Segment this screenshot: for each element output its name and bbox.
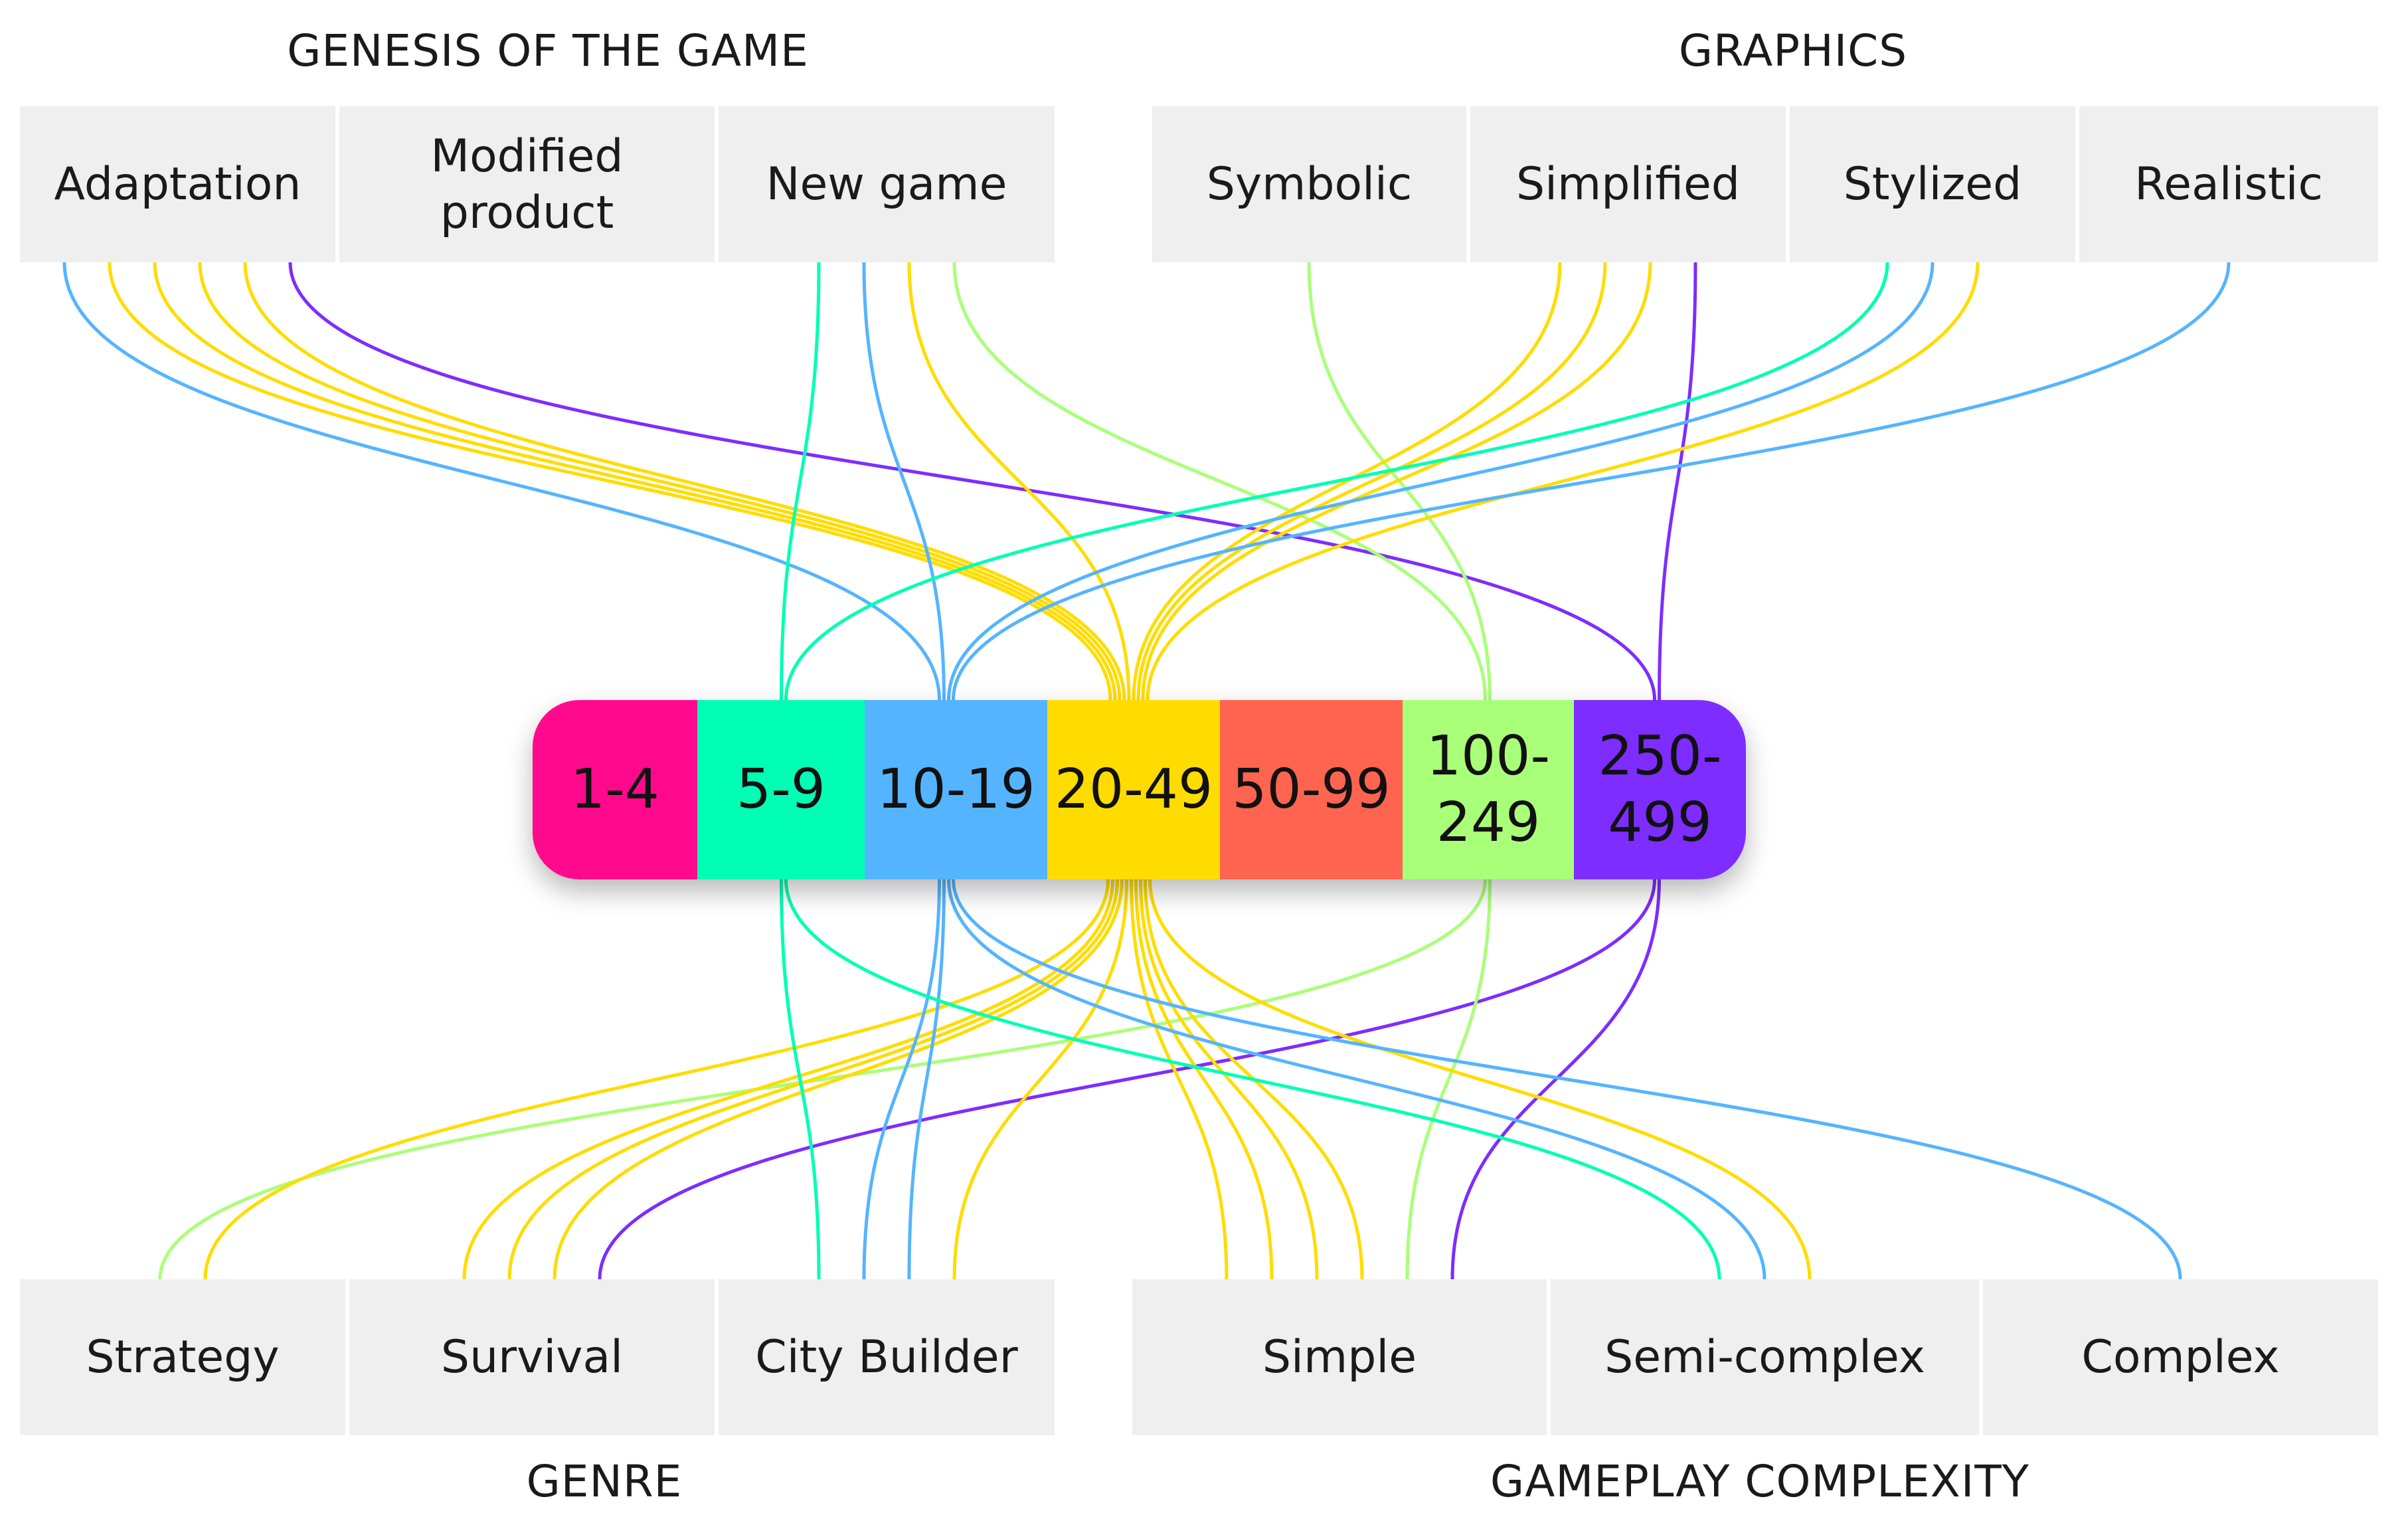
link-simple-to-100-249 xyxy=(1405,877,1492,1281)
genre-title: GENRE xyxy=(526,1456,683,1507)
category-survival: Survival xyxy=(349,1279,715,1435)
link-semi-complex-to-5-9 xyxy=(784,877,1721,1281)
category-modified-product: Modified product xyxy=(339,106,715,262)
link-semi-complex-to-20-49 xyxy=(1148,877,1812,1281)
range-segment-1-4: 1-4 xyxy=(533,700,697,879)
link-simple-to-20-49 xyxy=(1139,877,1319,1281)
link-simple-to-20-49 xyxy=(1134,877,1274,1281)
link-city-builder-to-5-9 xyxy=(780,877,821,1281)
range-segment-100-249: 100-249 xyxy=(1403,700,1574,879)
link-city-builder-to-20-49 xyxy=(952,877,1128,1281)
category-city-builder: City Builder xyxy=(719,1279,1055,1435)
link-simplified-to-20-49 xyxy=(1136,260,1607,702)
category-realistic: Realistic xyxy=(2079,106,2378,262)
range-segment-10-19: 10-19 xyxy=(865,700,1047,879)
category-new-game: New game xyxy=(719,106,1055,262)
category-simple: Simple xyxy=(1132,1279,1547,1435)
link-semi-complex-to-10-19 xyxy=(947,877,1766,1281)
link-city-builder-to-10-19 xyxy=(862,877,941,1281)
link-adaptation-to-10-19 xyxy=(62,260,941,702)
complexity-title: GAMEPLAY COMPLEXITY xyxy=(1490,1456,2029,1507)
link-stylized-to-10-19 xyxy=(947,260,1935,702)
link-complex-to-10-19 xyxy=(952,877,2182,1281)
link-adaptation-to-20-49 xyxy=(243,260,1126,702)
category-adaptation: Adaptation xyxy=(20,106,335,262)
link-strategy-to-20-49 xyxy=(203,877,1110,1281)
link-new-game-to-100-249 xyxy=(952,260,1487,702)
range-segment-250-499: 250-499 xyxy=(1574,700,1746,879)
link-survival-to-20-49 xyxy=(507,877,1119,1281)
range-segment-20-49: 20-49 xyxy=(1047,700,1220,879)
link-strategy-to-100-249 xyxy=(158,877,1487,1281)
genesis-title: GENESIS OF THE GAME xyxy=(287,25,809,76)
range-segment-50-99: 50-99 xyxy=(1220,700,1403,879)
category-semi-complex: Semi-complex xyxy=(1551,1279,1979,1435)
link-adaptation-to-20-49 xyxy=(198,260,1122,702)
link-adaptation-to-250-499 xyxy=(288,260,1656,702)
graphics-title: GRAPHICS xyxy=(1678,25,1908,76)
link-stylized-to-5-9 xyxy=(784,260,1889,702)
link-simplified-to-20-49 xyxy=(1132,260,1562,702)
link-simple-to-250-499 xyxy=(1450,877,1661,1281)
link-stylized-to-20-49 xyxy=(1146,260,1980,702)
category-strategy: Strategy xyxy=(20,1279,345,1435)
link-simplified-to-250-499 xyxy=(1658,260,1697,702)
range-segment-5-9: 5-9 xyxy=(697,700,865,879)
category-simplified: Simplified xyxy=(1470,106,1786,262)
link-survival-to-20-49 xyxy=(462,877,1114,1281)
category-stylized: Stylized xyxy=(1790,106,2075,262)
link-survival-to-20-49 xyxy=(553,877,1124,1281)
link-city-builder-to-10-19 xyxy=(907,877,946,1281)
link-adaptation-to-20-49 xyxy=(108,260,1112,702)
category-complex: Complex xyxy=(1983,1279,2378,1435)
link-realistic-to-10-19 xyxy=(952,260,2231,702)
link-new-game-to-5-9 xyxy=(780,260,821,702)
link-simple-to-20-49 xyxy=(1130,877,1229,1281)
link-adaptation-to-20-49 xyxy=(153,260,1117,702)
category-symbolic: Symbolic xyxy=(1152,106,1466,262)
employee-range-bar: 1-4 5-9 10-19 20-49 50-99 100-249 250-49… xyxy=(533,700,1746,879)
link-new-game-to-20-49 xyxy=(907,260,1131,702)
link-new-game-to-10-19 xyxy=(862,260,946,702)
link-survival-to-250-499 xyxy=(598,877,1656,1281)
link-simplified-to-20-49 xyxy=(1141,260,1652,702)
